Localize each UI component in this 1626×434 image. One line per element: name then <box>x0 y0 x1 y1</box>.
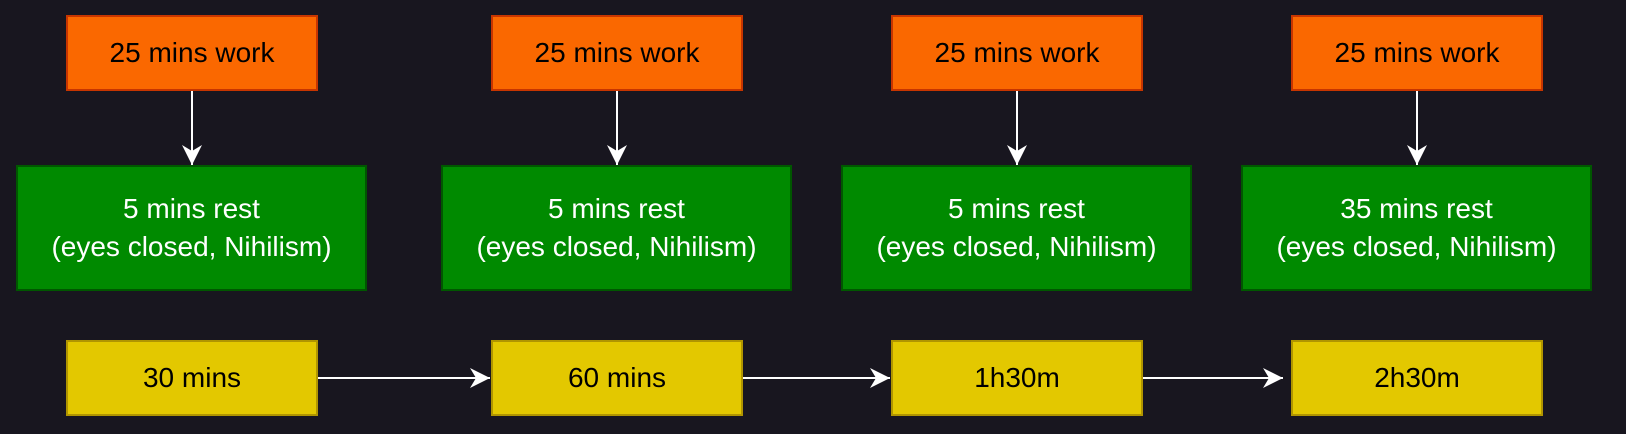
work-box-2: 25 mins work <box>491 15 743 91</box>
rest-detail-1: (eyes closed, Nihilism) <box>51 231 332 262</box>
time-label-2: 60 mins <box>567 362 667 393</box>
rest-detail-2: (eyes closed, Nihilism) <box>476 231 757 262</box>
rest-box-3: 5 mins rest (eyes closed, Nihilism) <box>841 165 1192 291</box>
rest-label-4: 35 mins rest <box>1340 193 1493 224</box>
time-label-3: 1h30m <box>974 362 1060 393</box>
work-label-4: 25 mins work <box>1334 37 1500 68</box>
time-box-1: 30 mins <box>66 340 318 416</box>
rest-label-3: 5 mins rest <box>948 193 1085 224</box>
rest-box-4: 35 mins rest (eyes closed, Nihilism) <box>1241 165 1592 291</box>
rest-box-1: 5 mins rest (eyes closed, Nihilism) <box>16 165 367 291</box>
time-box-3: 1h30m <box>891 340 1143 416</box>
work-box-3: 25 mins work <box>891 15 1143 91</box>
work-box-4: 25 mins work <box>1291 15 1543 91</box>
work-label-1: 25 mins work <box>109 37 275 68</box>
rest-detail-3: (eyes closed, Nihilism) <box>876 231 1157 262</box>
work-label-3: 25 mins work <box>934 37 1100 68</box>
time-box-2: 60 mins <box>491 340 743 416</box>
rest-label-1: 5 mins rest <box>123 193 260 224</box>
rest-label-2: 5 mins rest <box>548 193 685 224</box>
rest-box-2: 5 mins rest (eyes closed, Nihilism) <box>441 165 792 291</box>
work-label-2: 25 mins work <box>534 37 700 68</box>
time-label-1: 30 mins <box>142 362 242 393</box>
rest-detail-4: (eyes closed, Nihilism) <box>1276 231 1557 262</box>
time-label-4: 2h30m <box>1374 362 1460 393</box>
time-box-4: 2h30m <box>1291 340 1543 416</box>
work-box-1: 25 mins work <box>66 15 318 91</box>
